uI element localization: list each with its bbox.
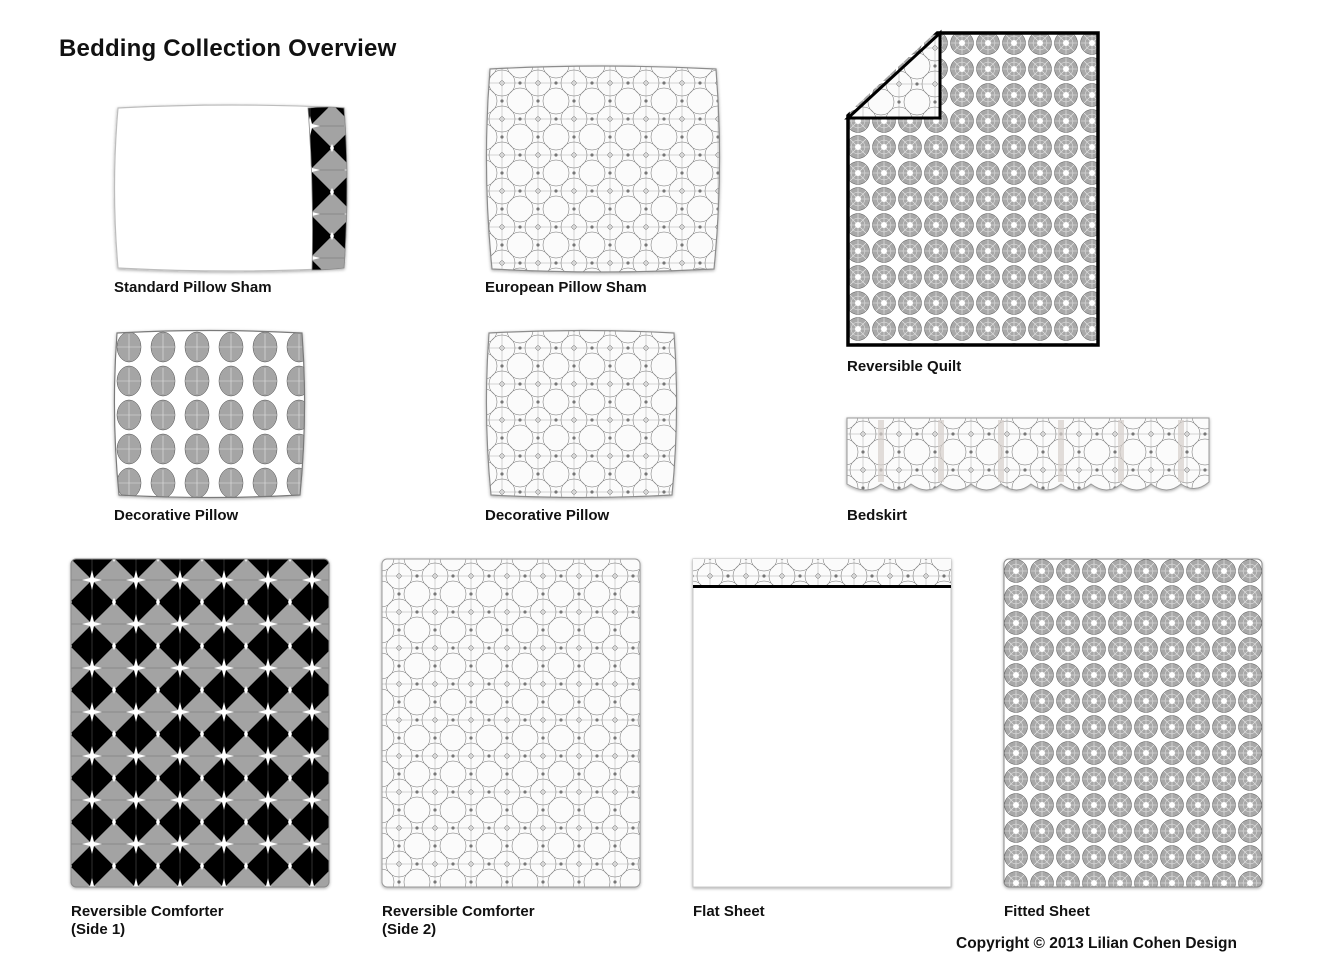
decorative-pillow-2-image[interactable] (484, 329, 680, 500)
fitted-sheet-label: Fitted Sheet (1004, 903, 1090, 920)
reversible-quilt-image[interactable] (844, 29, 1105, 350)
standard-pillow-sham-label: Standard Pillow Sham (114, 279, 272, 296)
bedskirt-image[interactable] (845, 416, 1211, 500)
comforter-1-label-line-1: Reversible Comforter (71, 903, 224, 920)
reversible-comforter-side-1-label: Reversible Comforter (Side 1) (71, 903, 224, 939)
reversible-comforter-side-1-image[interactable] (70, 558, 332, 890)
european-pillow-sham-image[interactable] (484, 65, 724, 275)
reversible-comforter-side-2-label: Reversible Comforter (Side 2) (382, 903, 535, 939)
decorative-pillow-2-label: Decorative Pillow (485, 507, 610, 524)
reversible-quilt-label: Reversible Quilt (847, 358, 962, 375)
comforter-2-label-line-1: Reversible Comforter (382, 903, 535, 920)
page-title: Bedding Collection Overview (59, 35, 397, 62)
flat-sheet-label: Flat Sheet (693, 903, 765, 920)
comforter-1-label-line-2: (Side 1) (71, 921, 126, 938)
standard-pillow-sham-image[interactable] (112, 104, 352, 274)
bedskirt-label: Bedskirt (847, 507, 908, 524)
fitted-sheet-image[interactable] (1003, 558, 1265, 890)
reversible-comforter-side-2-image[interactable] (381, 558, 643, 890)
decorative-pillow-1-image[interactable] (112, 329, 308, 500)
comforter-2-label-line-2: (Side 2) (382, 921, 437, 938)
flat-sheet-image[interactable] (692, 558, 954, 890)
european-pillow-sham-label: European Pillow Sham (485, 279, 647, 296)
decorative-pillow-1-label: Decorative Pillow (114, 507, 239, 524)
copyright-notice: Copyright © 2013 Lilian Cohen Design (956, 935, 1237, 952)
